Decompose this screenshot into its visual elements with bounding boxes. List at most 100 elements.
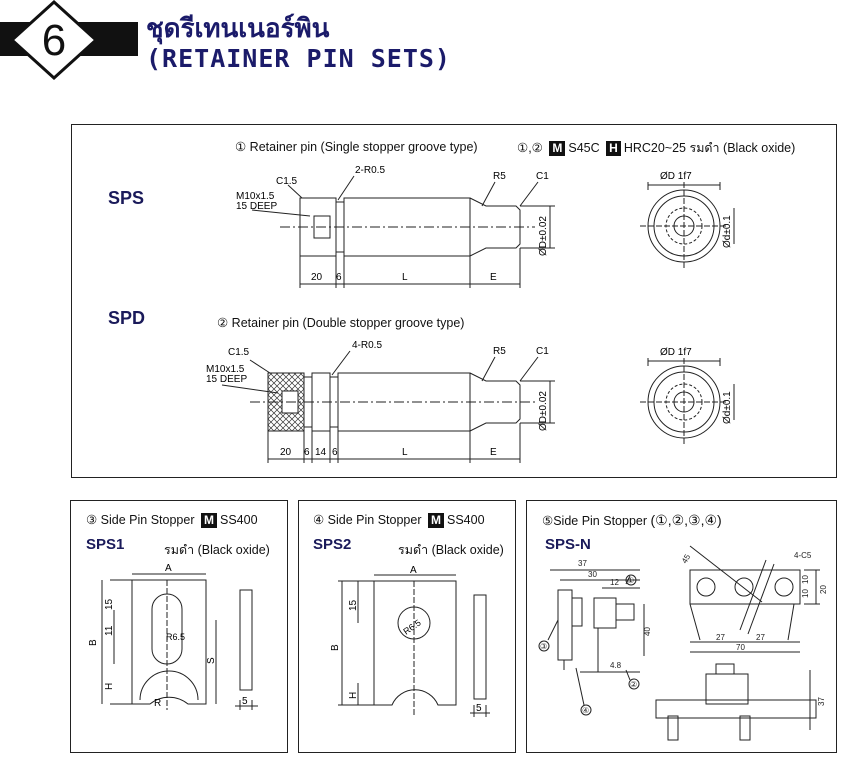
sps1-material: SS400	[219, 513, 258, 527]
spd-dim-6a: 6	[304, 447, 310, 458]
spd-c15-label: C1.5	[228, 347, 250, 358]
retainer-pin-panel	[71, 124, 837, 478]
sps2-material: SS400	[446, 513, 485, 527]
spsn-40: 40	[643, 627, 652, 636]
sps2-h: H	[348, 692, 359, 699]
sps-od-label: ØD±0.02	[538, 216, 549, 256]
hardness-badge: H	[606, 141, 621, 156]
sps-thread-label: M10x1.5	[236, 191, 275, 202]
sps1-r: R	[154, 698, 161, 709]
spsn-c5: 4-C5	[794, 551, 812, 560]
sps-dim-e: E	[490, 272, 497, 283]
sps-end-view: ØD 1f7 Ød±0.1	[640, 171, 735, 270]
spsn-37b: 37	[817, 697, 826, 706]
spsn-37: 37	[578, 559, 587, 568]
spd-dim-6b: 6	[332, 447, 338, 458]
spd-r5-label: R5	[493, 346, 506, 357]
spsn-20: 20	[819, 585, 828, 594]
spsn-45: 45	[680, 552, 693, 565]
sps1-s: S	[206, 657, 217, 664]
page-title-english: (RETAINER PIN SETS)	[146, 44, 451, 73]
spd-dim-l: L	[402, 447, 408, 458]
spsn-c3: ③	[540, 642, 547, 651]
sps1-material-badge: M	[200, 513, 217, 528]
sps-dim-20: 20	[311, 272, 323, 283]
spd-end-dia-label: ØD 1f7	[660, 347, 692, 358]
spsn-code: SPS-N	[545, 536, 591, 553]
sps-c1-label: C1	[536, 171, 549, 182]
sps1-caption: ③ Side Pin Stopper	[86, 513, 195, 527]
spsn-assembly-drawing: 37 30 12 40 4.8 ① ② ③ ④ 45 4-C5 10 10 20…	[538, 545, 828, 741]
spsn-c2: ②	[630, 680, 637, 689]
sps-end-dia-label: ØD 1f7	[660, 171, 692, 182]
sps-end-d-label: Ød±0.1	[722, 215, 733, 248]
spsn-70: 70	[736, 643, 745, 652]
sps1-a: A	[165, 563, 172, 574]
sps2-code: SPS2	[313, 536, 352, 553]
spd-od-label: ØD±0.02	[538, 391, 549, 431]
spsn-30: 30	[588, 570, 597, 579]
spd-code: SPD	[108, 308, 146, 328]
spsn-48: 4.8	[610, 661, 622, 670]
spd-caption: ② Retainer pin (Double stopper groove ty…	[217, 316, 465, 330]
sps2-15: 15	[348, 599, 359, 611]
material-prefix: ①,②	[517, 141, 543, 155]
spd-end-view: ØD 1f7 Ød±0.1	[640, 347, 735, 446]
sps-depth-label: 15 DEEP	[236, 201, 277, 212]
sps-r5-label: R5	[493, 171, 506, 182]
hardness-text: HRC20~25 รมดำ (Black oxide)	[623, 141, 796, 155]
spsn-10a: 10	[801, 575, 810, 584]
section-number-badge: 6	[0, 0, 140, 81]
sps1-panel	[70, 500, 288, 753]
section-number: 6	[42, 16, 66, 65]
spd-r05-label: 4-R0.5	[352, 340, 382, 351]
spsn-12: 12	[610, 578, 619, 587]
spsn-caption: ⑤Side Pin Stopper	[542, 514, 648, 528]
sps-c15-label: C1.5	[276, 176, 298, 187]
sps2-a: A	[410, 565, 417, 576]
spd-pin-drawing: C1.5 M10x1.5 15 DEEP 4-R0.5 R5 C1 20 6 1…	[206, 340, 555, 463]
sps-caption: ① Retainer pin (Single stopper groove ty…	[235, 140, 478, 154]
sps-pin-drawing: C1.5 M10x1.5 15 DEEP 2-R0.5 R5 C1 20 6 L…	[236, 165, 555, 288]
sps1-finish: รมดำ (Black oxide)	[164, 543, 270, 557]
spsn-27b: 27	[756, 633, 765, 642]
sps1-drawing: A B 15 11 H S R6.5 R 5	[88, 563, 258, 710]
sps-r05-label: 2-R0.5	[355, 165, 385, 176]
sps-dim-6: 6	[336, 272, 342, 283]
sps1-h: H	[104, 683, 115, 690]
sps2-panel	[298, 500, 516, 753]
sps1-11: 11	[104, 625, 115, 636]
sps-code: SPS	[108, 188, 145, 208]
spd-dim-20: 20	[280, 447, 292, 458]
sps2-5: 5	[476, 703, 482, 714]
spsn-10b: 10	[801, 589, 810, 598]
sps2-drawing: A B 15 H R6.5 5	[330, 565, 490, 717]
sps1-r65: R6.5	[166, 632, 185, 642]
sps1-b: B	[88, 639, 99, 646]
material-text: S45C	[568, 141, 600, 155]
sps-dim-l: L	[402, 272, 408, 283]
spsn-caption-row: ⑤Side Pin Stopper (①,②,③,④)	[542, 512, 722, 529]
page-title-thai: ชุดรีเทนเนอร์พิน	[146, 14, 330, 44]
spsn-c1: ①	[627, 576, 634, 585]
spd-depth-label: 15 DEEP	[206, 374, 247, 385]
sps2-finish: รมดำ (Black oxide)	[398, 543, 504, 557]
spsn-caption-refs: (①,②,③,④)	[650, 512, 722, 528]
spd-thread-label: M10x1.5	[206, 364, 245, 375]
sps1-15: 15	[104, 598, 115, 610]
spd-dim-14: 14	[315, 447, 327, 458]
sps1-code: SPS1	[86, 536, 125, 553]
spsn-c4: ④	[582, 706, 589, 715]
spd-c1-label: C1	[536, 346, 549, 357]
sps1-5: 5	[242, 696, 248, 707]
sps2-material-badge: M	[427, 513, 444, 528]
spd-end-d-label: Ød±0.1	[722, 391, 733, 424]
spsn-panel	[526, 500, 837, 753]
spd-dim-e: E	[490, 447, 497, 458]
sps2-b: B	[330, 644, 341, 651]
material-badge: M	[549, 141, 566, 156]
spsn-27a: 27	[716, 633, 725, 642]
